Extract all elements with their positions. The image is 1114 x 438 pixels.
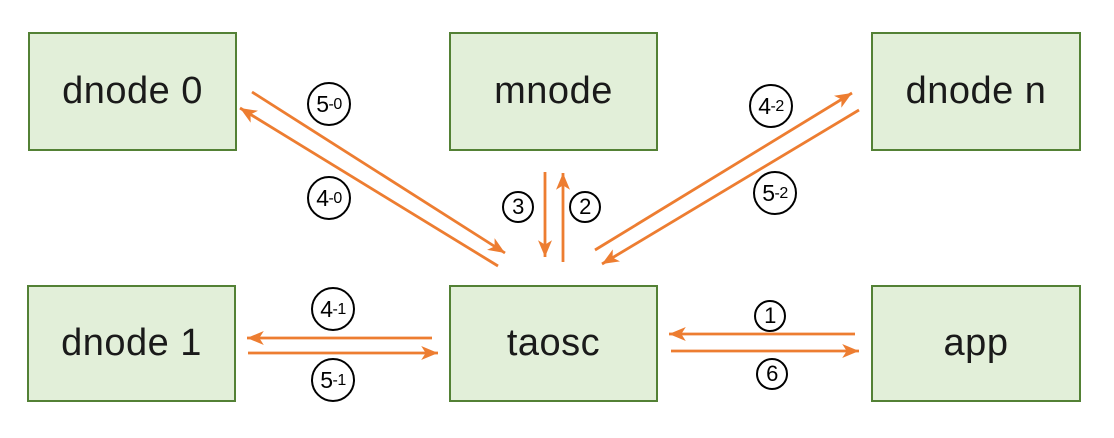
edge-label-5-1: 5 -1: [311, 358, 355, 402]
edge-label-suffix: -2: [770, 98, 785, 115]
edge-label-1: 1: [754, 300, 786, 332]
edge-label-suffix: -1: [332, 372, 347, 389]
edge-label-2: 2: [569, 191, 601, 223]
edge-label-4-0: 4 -0: [307, 176, 351, 220]
edge-label-suffix: -0: [328, 96, 343, 113]
node-label: dnode n: [905, 70, 1047, 112]
edge-label-5-0: 5 -0: [307, 82, 351, 126]
edge-label-text: 4: [758, 92, 771, 119]
node-label: taosc: [506, 322, 601, 364]
node-taosc: taosc: [449, 285, 658, 402]
arrow-4-0-taosc-to-dnode0: [239, 106, 499, 268]
edge-label-text: 5: [762, 179, 775, 206]
edge-label-text: 1: [764, 303, 776, 328]
edge-label-text: 2: [579, 194, 591, 219]
edge-label-text: 4: [320, 295, 333, 322]
node-dnode-n: dnode n: [871, 32, 1081, 151]
edge-label-4-2: 4 -2: [749, 84, 793, 128]
edge-label-5-2: 5 -2: [753, 171, 797, 215]
edge-label-3: 3: [502, 191, 534, 223]
edge-label-text: 6: [766, 361, 778, 386]
arrow-4-2-taosc-to-dnoden: [594, 91, 853, 252]
arrow-5-0-dnode0-to-taosc: [251, 90, 506, 255]
edge-label-6: 6: [756, 358, 788, 390]
edge-label-suffix: -2: [774, 185, 789, 202]
node-dnode-1: dnode 1: [27, 285, 236, 402]
node-label: mnode: [494, 70, 613, 112]
node-label: dnode 1: [61, 322, 202, 364]
edge-label-4-1: 4 -1: [311, 287, 355, 331]
node-mnode: mnode: [449, 32, 658, 151]
node-dnode-0: dnode 0: [28, 32, 237, 151]
edge-label-suffix: -0: [328, 190, 343, 207]
node-app: app: [871, 285, 1081, 402]
edge-label-text: 3: [512, 194, 524, 219]
edge-label-text: 5: [316, 90, 329, 117]
edge-label-text: 4: [316, 184, 329, 211]
edge-label-text: 5: [320, 366, 333, 393]
node-label: dnode 0: [62, 70, 203, 112]
arrow-5-2-dnoden-to-taosc: [601, 108, 860, 266]
edge-label-suffix: -1: [332, 301, 347, 318]
node-label: app: [943, 322, 1009, 364]
